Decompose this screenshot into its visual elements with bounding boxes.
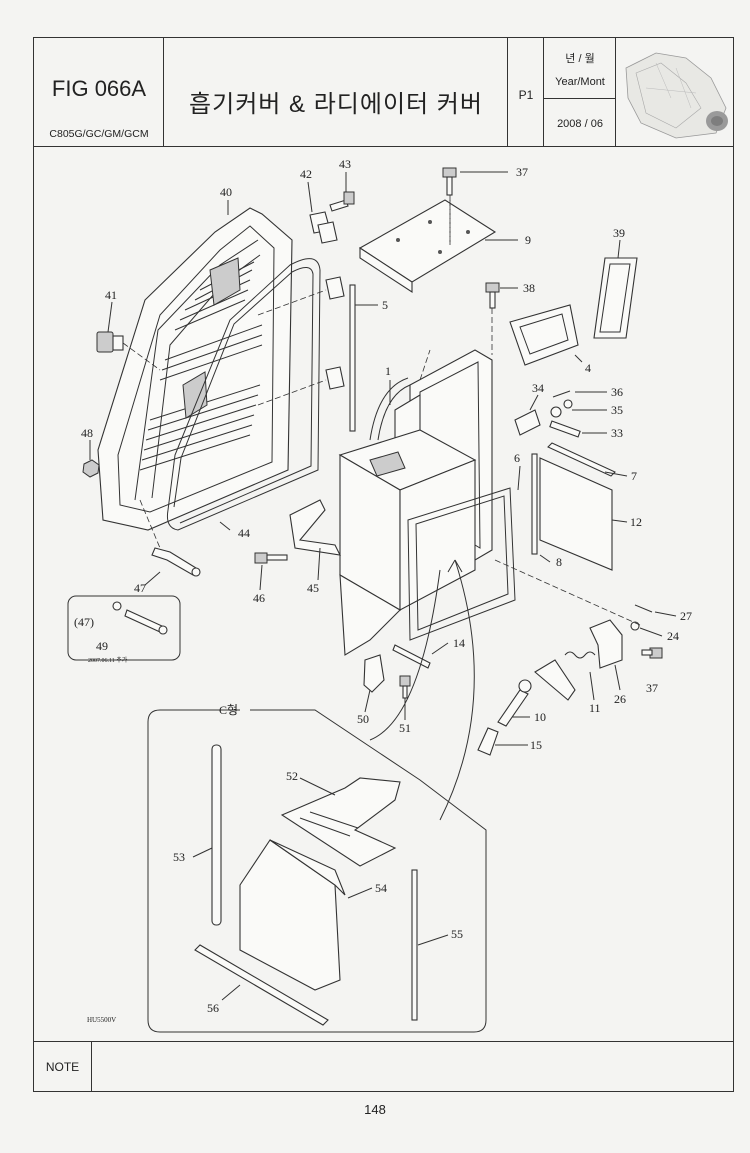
- callout-51: 51: [399, 721, 411, 735]
- part-12-panel: [539, 457, 613, 571]
- callout-4: 4: [585, 361, 591, 375]
- callout-46: 43: [339, 157, 351, 171]
- date-divider: [544, 98, 616, 99]
- callout-53: 53: [173, 850, 185, 864]
- year-month-label-en: Year/Mont: [555, 76, 605, 88]
- callout-54: 54: [375, 881, 387, 895]
- page-number: 148: [364, 1102, 386, 1117]
- callout-52: 52: [286, 769, 298, 783]
- callout-49: 48: [81, 426, 93, 440]
- part-38-bolt: [485, 282, 500, 355]
- part-33-36-hardware: [514, 390, 581, 438]
- machine-thumbnail-icon: [625, 52, 728, 139]
- part-54-panel: [239, 839, 346, 991]
- part-49-nut: [82, 459, 100, 478]
- part-11-handle: [497, 679, 532, 727]
- revision-note: 2007.06.11 추가: [88, 656, 128, 664]
- part-44-seal: [167, 258, 321, 531]
- callout-1: 1: [385, 364, 391, 378]
- part-53-rod: [211, 744, 222, 926]
- part-41-42-bracket-bolt: [254, 499, 341, 564]
- callout-34: 34: [532, 381, 544, 395]
- callout-labels: 37 9 38 39 4 5 1 34 36 35 33 6 7 12 8 43…: [74, 157, 692, 1024]
- callout-33: 33: [611, 426, 623, 440]
- title-block: FIG 066A C805G/GC/GM/GCM 흡기커버 & 라디에이터 커버…: [34, 38, 733, 147]
- page-cell: P1: [508, 38, 544, 146]
- callout-26: 24: [667, 629, 679, 643]
- callout-48: (47): [74, 615, 94, 629]
- callout-47-inset: 49: [96, 639, 108, 653]
- page-title: 흡기커버 & 라디에이터 커버: [189, 91, 483, 118]
- callout-24: 15: [530, 738, 542, 752]
- part-14-bracket: [589, 604, 663, 669]
- part-40-intake-cover: [97, 207, 293, 531]
- callout-47: 47: [134, 581, 146, 595]
- callout-27: 27: [680, 609, 692, 623]
- callout-11: 10: [534, 710, 546, 724]
- callout-44: 44: [238, 526, 250, 540]
- callout-55: 55: [451, 927, 463, 941]
- detail-c-arrow: [439, 559, 475, 821]
- part-8-spring-latch: [534, 651, 596, 701]
- callout-36: 36: [611, 385, 623, 399]
- callout-56: 56: [207, 1001, 219, 1015]
- part-56-strip: [194, 944, 329, 1026]
- inset-pin: [112, 601, 168, 635]
- callout-10: 9: [525, 233, 531, 247]
- issue-date: 2008 / 06: [557, 118, 603, 130]
- detail-c-boundary: [147, 709, 487, 1033]
- callout-40: 40: [220, 185, 232, 199]
- callout-50: 50: [357, 712, 369, 726]
- callout-37-right: 37: [646, 681, 658, 695]
- part-45-hinge-brackets: [257, 211, 345, 406]
- page-code: P1: [518, 88, 534, 102]
- detail-c-label: C형: [219, 703, 238, 717]
- part-50-clamp: [363, 654, 411, 699]
- drawing-code: HU5500V: [87, 1016, 116, 1024]
- callout-37-top: 37: [516, 165, 528, 179]
- note-row: NOTE: [34, 1041, 733, 1094]
- inset-detail-box: [67, 595, 181, 661]
- callout-41: 45: [307, 581, 319, 595]
- model-codes: C805G/GC/GM/GCM: [49, 128, 149, 140]
- callout-43: 41: [105, 288, 117, 302]
- callout-9: 8: [556, 555, 562, 569]
- callout-39: 39: [613, 226, 625, 240]
- part-24-knob: [477, 727, 499, 756]
- drawing-frame: FIG 066A C805G/GC/GM/GCM 흡기커버 & 라디에이터 커버…: [33, 37, 734, 1092]
- leader-lines: [89, 171, 677, 1001]
- part-4-ring-gasket: [509, 304, 579, 366]
- part-9-strip: [531, 453, 538, 555]
- part-47-pin: [139, 499, 201, 577]
- part-43-latch: [96, 331, 161, 371]
- callout-45: 42: [300, 167, 312, 181]
- part-39-window-gasket: [593, 257, 638, 339]
- callout-38: 38: [523, 281, 535, 295]
- callout-6: 6: [514, 451, 520, 465]
- callout-35: 35: [611, 403, 623, 417]
- part-5-rod: [349, 284, 356, 432]
- year-month-label-kr: 년 / 월: [565, 53, 595, 65]
- part-15-strip: [392, 644, 431, 669]
- callout-12: 12: [630, 515, 642, 529]
- date-cell: 년 / 월 Year/Mont 2008 / 06: [544, 38, 616, 146]
- title-cell: 흡기커버 & 라디에이터 커버: [164, 38, 508, 146]
- part-52-plate: [280, 777, 401, 867]
- part-6-seal-frame: [407, 487, 516, 641]
- note-label-cell: NOTE: [34, 1042, 92, 1092]
- callout-5: 5: [382, 298, 388, 312]
- callout-8: 11: [589, 701, 601, 715]
- part-radiator-box: [338, 429, 477, 656]
- callout-14: 26: [614, 692, 626, 706]
- callout-7: 7: [631, 469, 637, 483]
- machine-thumbnail: [616, 38, 735, 146]
- part-55-strip: [411, 869, 418, 1021]
- callout-42: 46: [253, 591, 265, 605]
- figure-cell: FIG 066A C805G/GC/GM/GCM: [34, 38, 164, 146]
- callout-15: 14: [453, 636, 465, 650]
- part-7-strip: [547, 442, 616, 477]
- figure-number: FIG 066A: [51, 76, 147, 101]
- note-label: NOTE: [45, 1060, 80, 1074]
